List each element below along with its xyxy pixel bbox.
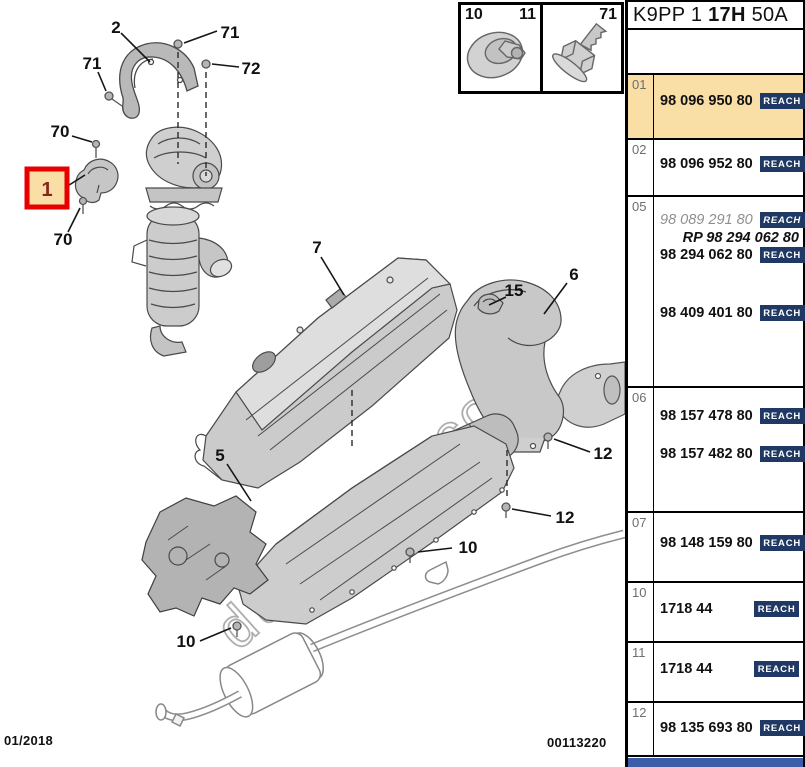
panel-spacer: [628, 30, 803, 73]
row-ref: 07: [628, 513, 654, 581]
table-row-07[interactable]: 07 98 148 159 80 REACH: [628, 513, 805, 583]
document-number: 00113220: [547, 735, 607, 750]
callout-10-bottom[interactable]: 10: [177, 632, 196, 651]
parts-list-panel: K9PP 1 17H 50A 01 98 096 950 80 REACH 02 …: [625, 0, 805, 767]
panel-scrollbar[interactable]: [628, 758, 803, 767]
row-ref: 12: [628, 703, 654, 755]
callout-7[interactable]: 7: [312, 238, 321, 257]
reach-badge[interactable]: REACH: [759, 247, 805, 263]
callout-6[interactable]: 6: [569, 265, 578, 284]
callout-70-upper[interactable]: 70: [51, 122, 70, 141]
part-number[interactable]: 98 096 952 80: [660, 156, 753, 172]
reach-badge[interactable]: REACH: [759, 720, 805, 736]
catalyst-manifold-assembly: [131, 126, 233, 357]
table-row-01[interactable]: 01 98 096 950 80 REACH: [628, 73, 805, 140]
part-number[interactable]: 98 157 482 80: [660, 446, 753, 462]
row-ref: 06: [628, 388, 654, 511]
hex-screw-icon: [552, 22, 608, 83]
underbody-shield-assembly: [141, 413, 519, 625]
reach-badge[interactable]: REACH: [759, 305, 805, 321]
row-ref: 02: [628, 140, 654, 195]
part-number[interactable]: 98 157 478 80: [660, 408, 753, 424]
heat-shield-upper-part: [119, 42, 199, 119]
callout-5[interactable]: 5: [215, 446, 224, 465]
table-row-05[interactable]: 05 98 089 291 80 REACH RP 98 294 062 80 9…: [628, 197, 805, 388]
part-number[interactable]: 98 148 159 80: [660, 535, 753, 551]
fastener-ref-71: 71: [599, 6, 617, 23]
reach-badge[interactable]: REACH: [759, 156, 805, 172]
catalog-code-header: K9PP 1 17H 50A: [628, 0, 803, 30]
exploded-diagram-area: duyukoto.com: [4, 2, 626, 750]
part-number[interactable]: 98 294 062 80: [660, 247, 753, 263]
callout-12-lower[interactable]: 12: [556, 508, 575, 527]
part-number[interactable]: 1718 44: [660, 601, 713, 617]
fastener-legend-box-10-11: 10 11: [458, 2, 543, 94]
replacement-note: RP 98 294 062 80: [682, 230, 799, 246]
callout-leader-lines: [65, 30, 591, 642]
callout-1-selected[interactable]: 1: [41, 179, 52, 201]
fastener-ref-10: 10: [465, 6, 483, 23]
callout-10-mid[interactable]: 10: [459, 538, 478, 557]
code-section: 17H: [708, 4, 746, 26]
table-row-02[interactable]: 02 98 096 952 80 REACH: [628, 140, 805, 197]
reach-badge[interactable]: REACH: [754, 601, 799, 617]
part-number-superseded[interactable]: 98 089 291 80: [660, 212, 753, 228]
fastener-legend-box-71: 71: [540, 2, 624, 94]
assembly-dashed-lines: [177, 52, 508, 500]
row-ref: 10: [628, 583, 654, 641]
clamp-part: [74, 158, 119, 204]
reach-badge[interactable]: REACH: [759, 408, 805, 424]
reach-badge[interactable]: REACH: [759, 93, 805, 109]
part-number[interactable]: 98 135 693 80: [660, 720, 753, 736]
row-ref: 11: [628, 643, 654, 701]
callout-12-right[interactable]: 12: [594, 444, 613, 463]
fastener-pins: [78, 39, 553, 637]
callout-2[interactable]: 2: [111, 18, 120, 37]
row-ref: 01: [628, 75, 654, 138]
reach-badge[interactable]: REACH: [759, 446, 805, 462]
callout-71-top[interactable]: 71: [221, 23, 240, 42]
code-prefix: K9PP 1: [633, 4, 709, 26]
part-number[interactable]: 98 096 950 80: [660, 93, 753, 109]
part-number[interactable]: 98 409 401 80: [660, 305, 753, 321]
heat-shield-7-part: [194, 257, 458, 489]
callout-70-lower[interactable]: 70: [54, 230, 73, 249]
rivet-fastener-icon: [466, 31, 526, 79]
callout-72[interactable]: 72: [242, 59, 261, 78]
table-row-10[interactable]: 10 1718 44 REACH: [628, 583, 803, 643]
reach-badge[interactable]: REACH: [759, 212, 805, 228]
selected-callout-box[interactable]: [24, 166, 70, 210]
table-row-12[interactable]: 12 98 135 693 80 REACH: [628, 703, 805, 757]
row-ref: 05: [628, 197, 654, 386]
callout-15[interactable]: 15: [505, 281, 524, 300]
reach-badge[interactable]: REACH: [759, 535, 805, 551]
code-suffix: 50A: [745, 4, 789, 26]
catalog-date: 01/2018: [4, 733, 54, 748]
part-number[interactable]: 1718 44: [660, 661, 713, 677]
fastener-ref-11: 11: [519, 6, 536, 23]
table-row-11[interactable]: 11 1718 44 REACH: [628, 643, 803, 703]
exploded-diagram: duyukoto.com: [24, 18, 626, 728]
reach-badge[interactable]: REACH: [754, 661, 799, 677]
exhaust-pipe-line: [155, 529, 626, 728]
callout-71-left[interactable]: 71: [83, 54, 102, 73]
table-row-06[interactable]: 06 98 157 478 80 REACH 98 157 482 80 REACH: [628, 388, 805, 513]
